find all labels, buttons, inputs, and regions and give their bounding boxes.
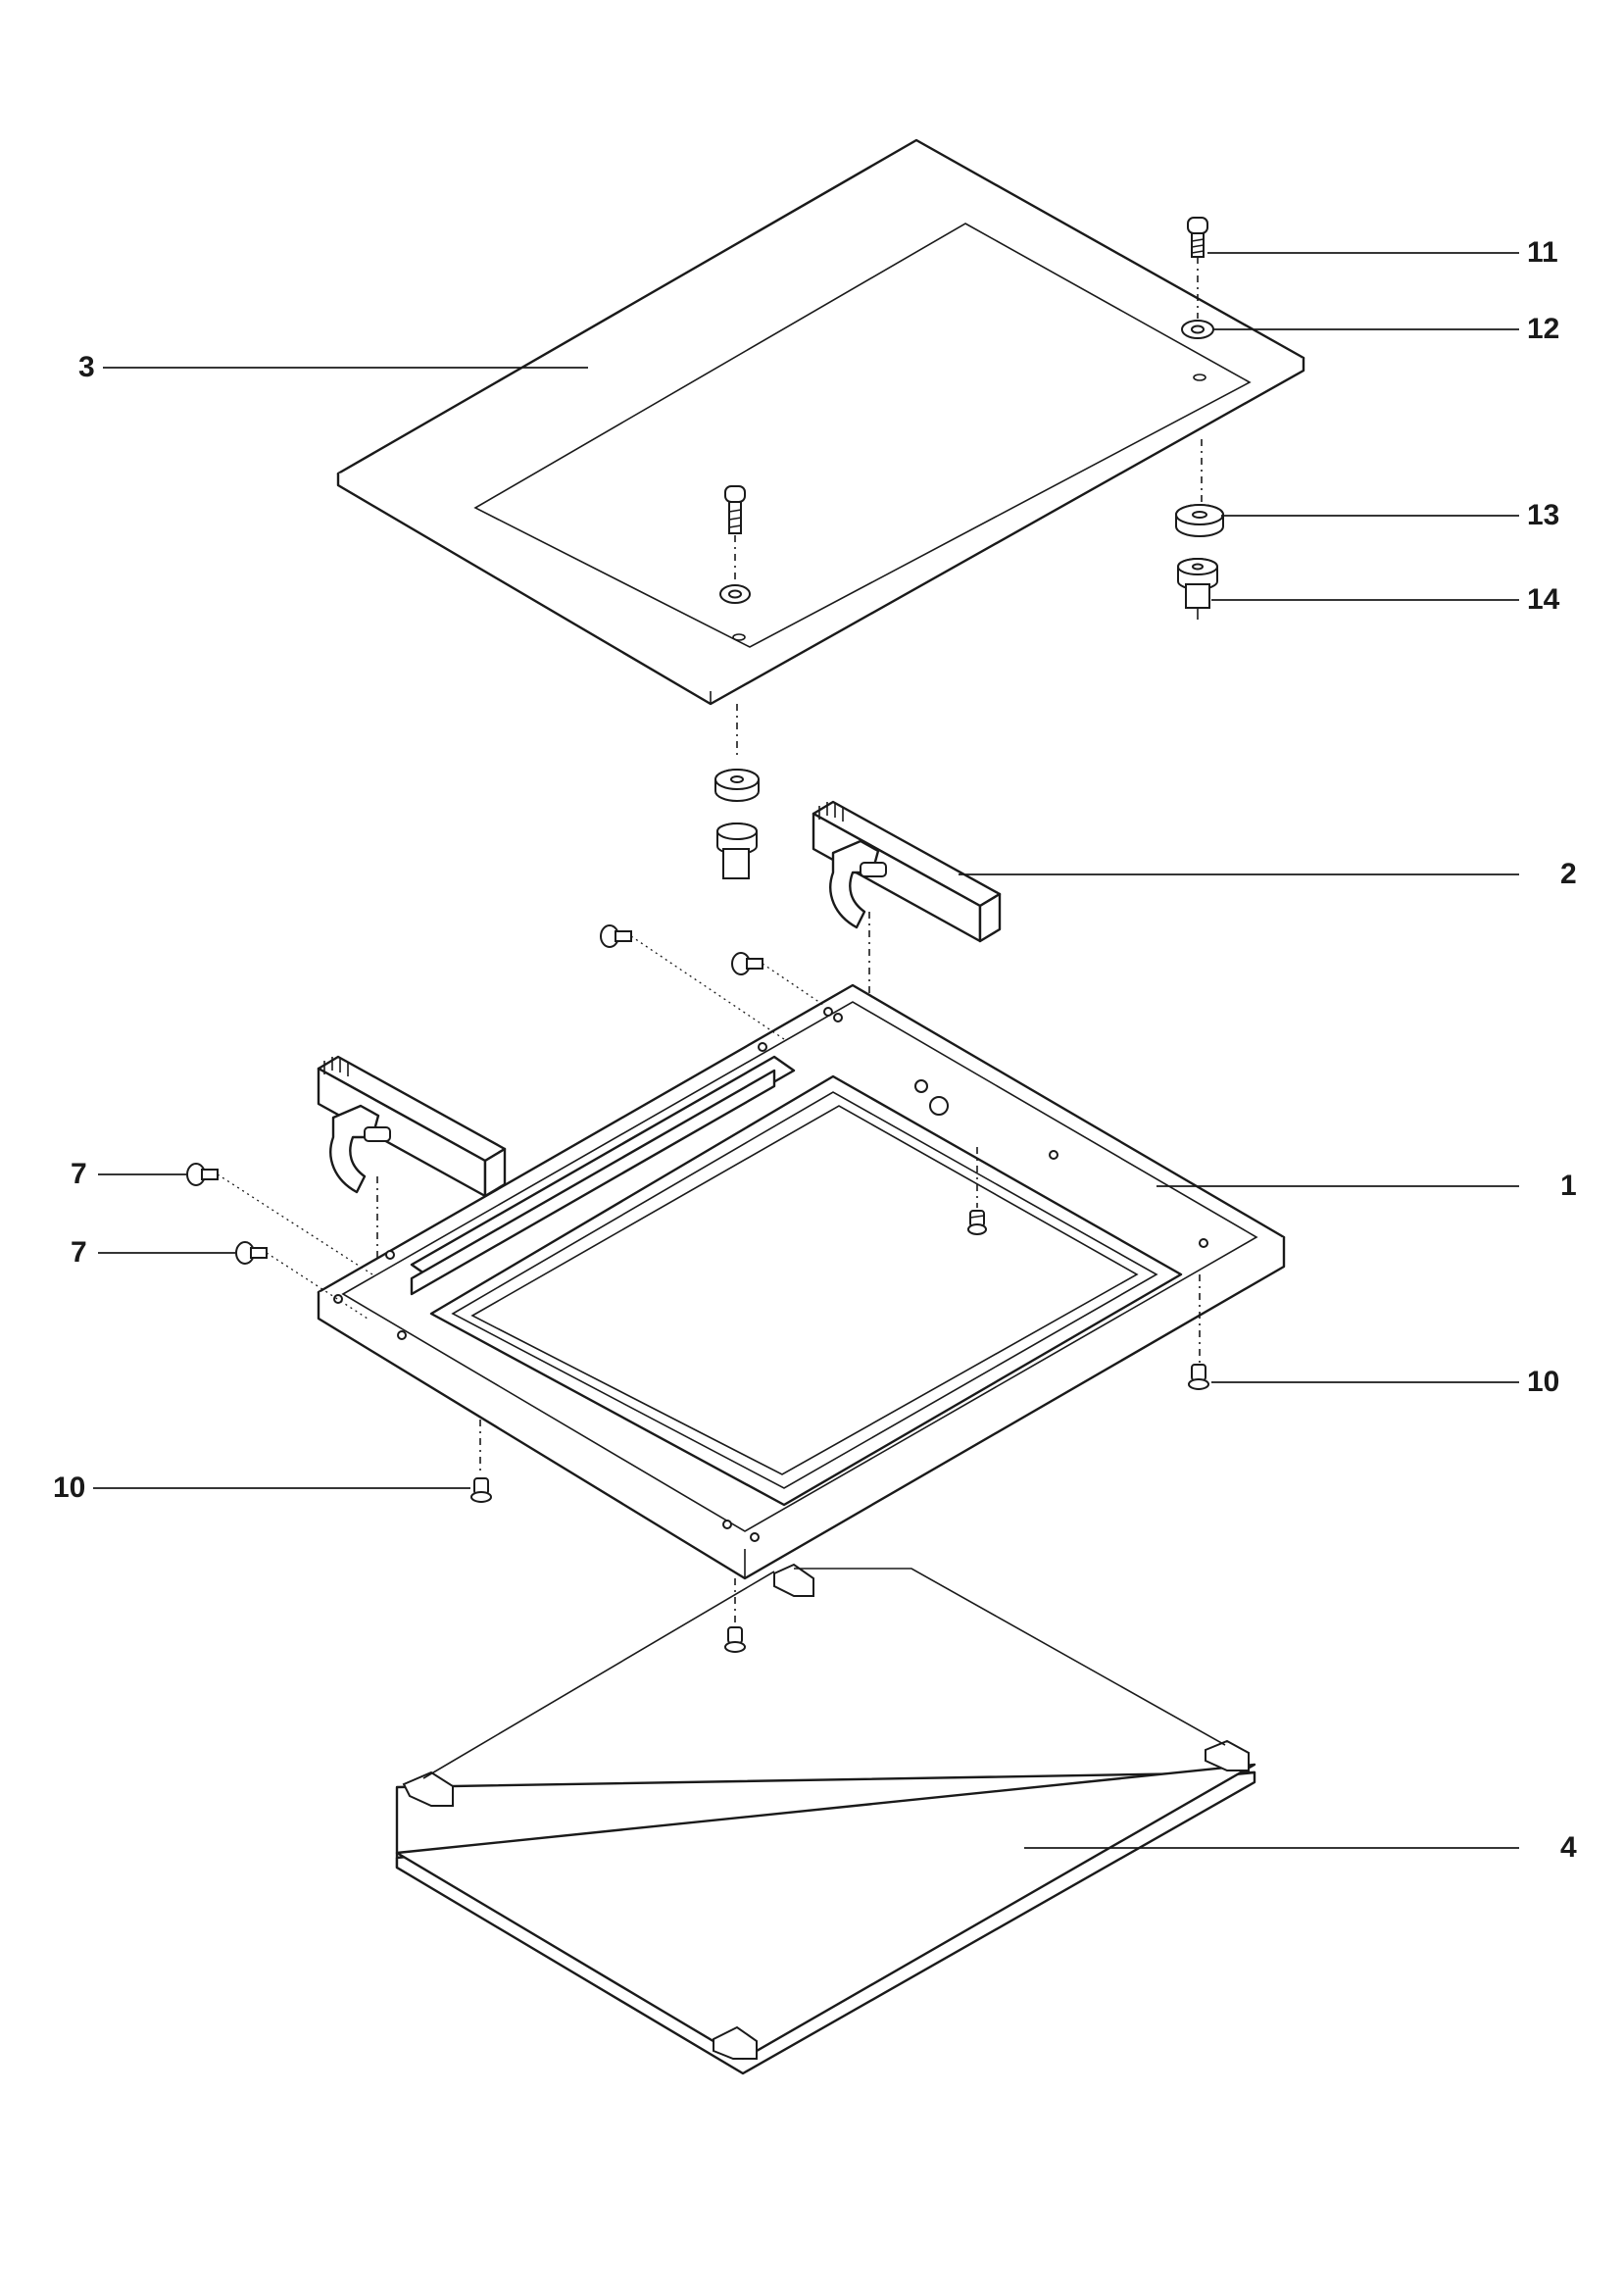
callout-11: 11: [1527, 236, 1558, 269]
callout-2: 2: [1560, 858, 1577, 890]
bottom-panel: [395, 1563, 1519, 2075]
screws-7: [98, 1163, 373, 1320]
hardware-upper-right: [1175, 217, 1519, 620]
screws-10: [93, 1274, 1519, 1653]
hardware-panel-left: [714, 485, 760, 879]
hinge-bracket-left: [317, 1055, 507, 1265]
callout-1: 1: [1560, 1170, 1577, 1202]
callout-3: 3: [78, 351, 95, 383]
callout-13: 13: [1527, 499, 1560, 531]
main-frame: [317, 983, 1519, 1580]
callout-7-upper: 7: [71, 1158, 87, 1190]
top-panel: [103, 138, 1305, 706]
callout-4: 4: [1560, 1831, 1577, 1864]
callout-12: 12: [1527, 313, 1560, 345]
screws-frame-top: [600, 924, 987, 1235]
hinge-bracket-right: [812, 800, 1519, 995]
callout-7-lower: 7: [71, 1236, 87, 1269]
callout-10-left: 10: [53, 1471, 86, 1504]
callout-10-right: 10: [1527, 1366, 1560, 1398]
callout-14: 14: [1527, 583, 1560, 616]
